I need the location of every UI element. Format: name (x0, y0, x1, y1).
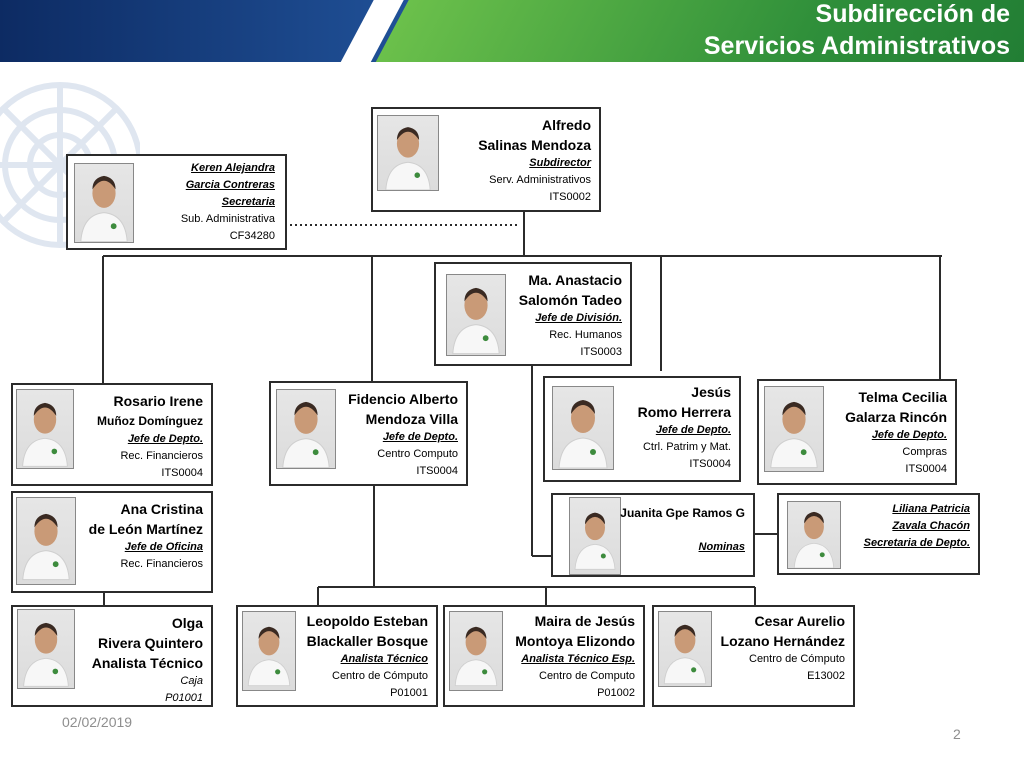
card-role: Subdirector (529, 157, 591, 169)
card-name-first: Cesar Aurelio (754, 613, 845, 629)
card-dept: Centro de Cómputo (332, 670, 428, 682)
card-telma-galarza: Telma Cecilia Galarza Rincón Jefe de Dep… (757, 379, 957, 485)
card-name: Juanita Gpe Ramos G (620, 506, 745, 520)
card-name-last: Montoya Elizondo (515, 633, 635, 649)
card-code: ITS0004 (905, 463, 947, 475)
card-code: ITS0002 (549, 191, 591, 203)
title-line-2: Servicios Administrativos (703, 32, 1010, 60)
card-name-first: Maira de Jesús (534, 613, 635, 629)
card-dept: Rec. Humanos (549, 329, 622, 341)
card-role: Jefe de Oficina (124, 541, 203, 553)
page-number: 2 (953, 726, 961, 742)
card-rosario-munoz: Rosario Irene Muñoz Domínguez Jefe de De… (11, 383, 213, 486)
card-name-first: Leopoldo Esteban (306, 613, 428, 629)
card-alfredo-salinas: Alfredo Salinas Mendoza Subdirector Serv… (371, 107, 601, 212)
card-role: Jefe de Depto. (127, 433, 203, 445)
card-role: Secretaria (221, 196, 275, 208)
card-name-first: Rosario Irene (113, 393, 203, 409)
card-leopoldo-blackaller: Leopoldo Esteban Blackaller Bosque Anali… (236, 605, 438, 707)
footer-date: 02/02/2019 (62, 714, 133, 730)
card-code: P01001 (390, 687, 428, 699)
card-name-last: Salinas Mendoza (478, 137, 591, 153)
card-name-last: de León Martínez (88, 521, 203, 537)
card-role: Analista Técnico Esp. (521, 653, 635, 665)
card-name-last: Romo Herrera (637, 404, 731, 420)
card-dept: Caja (180, 675, 203, 687)
avatar (446, 274, 506, 356)
card-name-last: Zavala Chacón (892, 520, 970, 532)
avatar (569, 497, 621, 575)
card-role: Jefe de División. (535, 312, 622, 324)
card-name-last: Lozano Hernández (720, 633, 845, 649)
card-maira-montoya: Maira de Jesús Montoya Elizondo Analista… (443, 605, 645, 707)
avatar (16, 389, 74, 469)
avatar (17, 609, 75, 689)
card-name-first: Keren Alejandra (191, 162, 275, 174)
card-code: ITS0004 (416, 465, 458, 477)
card-role: Nominas (698, 541, 745, 553)
card-name-last: Rivera Quintero (97, 635, 203, 651)
card-role: Secretaria de Depto. (863, 537, 970, 549)
title-line-1: Subdirección de (815, 0, 1010, 28)
card-name-first: Alfredo (542, 117, 591, 133)
card-name-last: Muñoz Domínguez (97, 414, 203, 428)
card-dept: Rec. Financieros (120, 450, 203, 462)
card-code: E13002 (807, 670, 845, 682)
card-anastacio-salomon: Ma. Anastacio Salomón Tadeo Jefe de Divi… (434, 262, 632, 366)
header-banner: Subdirección de Servicios Administrativo… (0, 0, 1024, 62)
card-name-first: Liliana Patricia (892, 503, 970, 515)
card-name-last: Salomón Tadeo (518, 292, 622, 308)
card-olga-rivera: Olga Rivera Quintero Analista Técnico Ca… (11, 605, 213, 707)
card-dept: Rec. Financieros (120, 558, 203, 570)
card-name-last: Blackaller Bosque (306, 633, 428, 649)
avatar (552, 386, 614, 470)
card-code: ITS0004 (689, 458, 731, 470)
card-juanita-ramos: Juanita Gpe Ramos G Nominas (551, 493, 755, 577)
card-name-first: Telma Cecilia (858, 389, 947, 405)
card-name-last: Garcia Contreras (185, 179, 275, 191)
avatar (658, 611, 712, 687)
card-role: Jefe de Depto. (382, 431, 458, 443)
card-code: ITS0004 (161, 467, 203, 479)
card-code: P01001 (165, 692, 203, 704)
card-name-last: Mendoza Villa (365, 411, 458, 427)
card-code: CF34280 (229, 230, 275, 242)
card-dept: Centro Computo (377, 448, 458, 460)
avatar (276, 389, 336, 469)
card-fidencio-mendoza: Fidencio Alberto Mendoza Villa Jefe de D… (269, 381, 468, 486)
card-title: Analista Técnico (91, 655, 203, 671)
avatar (242, 611, 296, 691)
avatar (74, 163, 134, 243)
card-role: Jefe de Depto. (871, 429, 947, 441)
card-dept: Sub. Administrativa (180, 213, 275, 225)
avatar (787, 501, 841, 569)
card-role: Analista Técnico (340, 653, 428, 665)
card-role: Jefe de Depto. (655, 424, 731, 436)
card-name-first: Jesús (691, 384, 731, 400)
card-keren-garcia: Keren Alejandra Garcia Contreras Secreta… (66, 154, 287, 250)
card-code: ITS0003 (580, 346, 622, 358)
card-name-first: Olga (171, 615, 203, 631)
card-liliana-zavala: Liliana Patricia Zavala Chacón Secretari… (777, 493, 980, 575)
card-dept: Ctrl. Patrim y Mat. (642, 441, 731, 453)
avatar (377, 115, 439, 191)
page-title: Subdirección de Servicios Administrativo… (704, 0, 1010, 62)
card-cesar-lozano: Cesar Aurelio Lozano Hernández Centro de… (652, 605, 855, 707)
card-name-first: Ana Cristina (120, 501, 203, 517)
card-dept: Compras (902, 446, 947, 458)
card-name-last: Galarza Rincón (845, 409, 947, 425)
card-name-first: Fidencio Alberto (348, 391, 458, 407)
card-ana-deleon: Ana Cristina de León Martínez Jefe de Of… (11, 491, 213, 593)
card-name-first: Ma. Anastacio (528, 272, 622, 288)
card-dept: Centro de Cómputo (749, 653, 845, 665)
card-jesus-romo: Jesús Romo Herrera Jefe de Depto. Ctrl. … (543, 376, 741, 482)
avatar (764, 386, 824, 472)
card-dept: Serv. Administrativos (489, 174, 591, 186)
card-dept: Centro de Computo (539, 670, 635, 682)
avatar (16, 497, 76, 585)
card-code: P01002 (597, 687, 635, 699)
avatar (449, 611, 503, 691)
